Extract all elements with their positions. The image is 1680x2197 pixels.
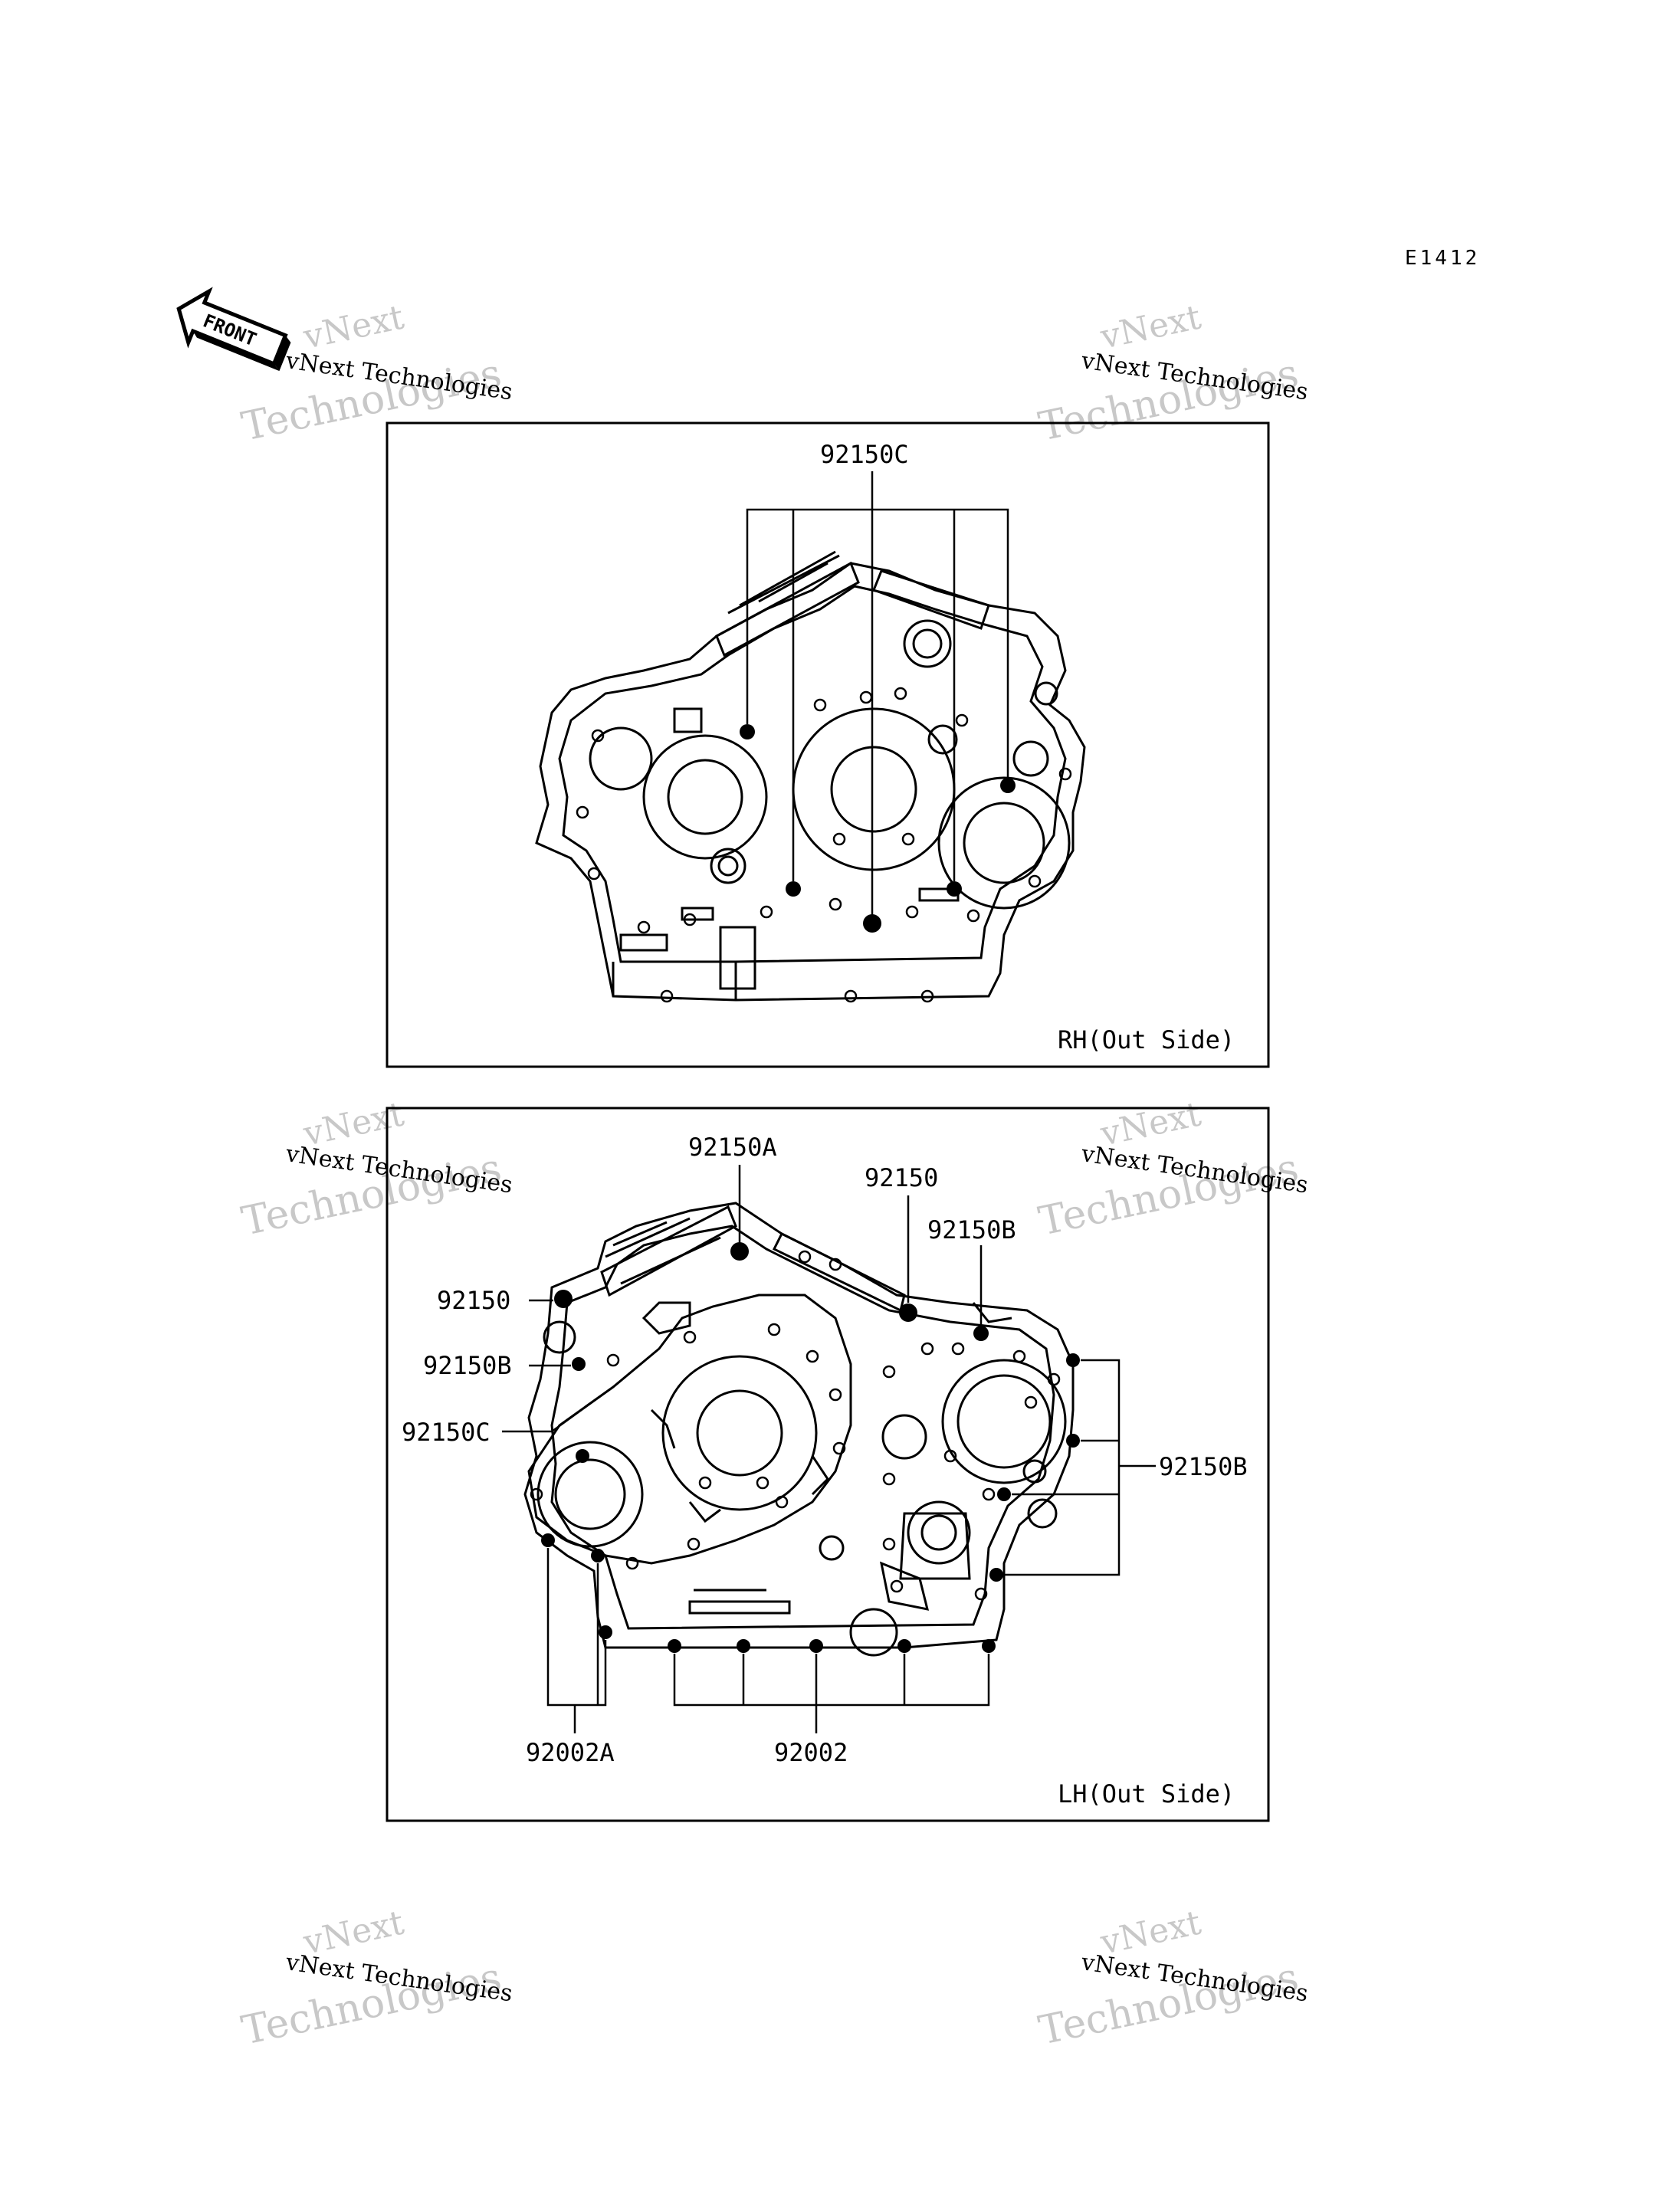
bolt-marker xyxy=(730,1242,749,1261)
bolt-marker xyxy=(740,724,755,739)
bolt-marker xyxy=(947,881,962,897)
bolt-marker xyxy=(1066,1434,1080,1448)
callout-92150a: 92150A xyxy=(688,1133,777,1162)
small-holes-rh xyxy=(576,687,1072,1003)
crankcase-rh-drawing xyxy=(535,550,1086,1002)
small-holes-lh xyxy=(530,1250,1061,1601)
top-panel: 92150C RH(Out Side) xyxy=(386,421,1270,1068)
bolt-marker xyxy=(576,1449,589,1463)
leader-lines-rh xyxy=(746,471,1009,916)
top-panel-frame xyxy=(386,421,1270,1068)
bolt-marker xyxy=(897,1639,911,1653)
callout-92150c-rh: 92150C xyxy=(820,440,909,469)
watermark-text: vNext xyxy=(1097,297,1205,357)
bottom-panel: 92150A 92150 92150B 92150 92150B 92150C … xyxy=(386,1107,1270,1822)
callout-92150-top: 92150 xyxy=(865,1163,938,1192)
bolt-marker xyxy=(572,1357,586,1371)
bolt-marker xyxy=(668,1639,681,1653)
bolt-marker xyxy=(541,1533,555,1547)
view-label-rh: RH(Out Side) xyxy=(1058,1025,1235,1054)
front-arrow-icon: FRONT xyxy=(176,287,291,372)
bolt-marker xyxy=(899,1303,917,1322)
callout-92150b-right: 92150B xyxy=(1159,1452,1248,1481)
leader-lines-lh xyxy=(502,1165,1156,1733)
callout-92150b-left: 92150B xyxy=(423,1351,512,1380)
bolt-marker xyxy=(599,1625,612,1639)
bolt-marker xyxy=(863,914,881,933)
bolt-marker xyxy=(997,1487,1011,1501)
callout-92002: 92002 xyxy=(774,1738,848,1767)
bolt-marker xyxy=(973,1326,989,1341)
bolt-marker xyxy=(786,881,801,897)
bolt-marker xyxy=(982,1639,996,1653)
view-label-lh: LH(Out Side) xyxy=(1058,1779,1235,1808)
bolt-marker xyxy=(554,1290,573,1308)
bolt-marker xyxy=(809,1639,823,1653)
bolt-markers-lh xyxy=(541,1242,1080,1653)
watermark-text: vNext xyxy=(300,297,408,357)
bolt-marker xyxy=(591,1549,605,1562)
crankcase-lh-drawing xyxy=(523,1202,1075,1657)
callout-92002a: 92002A xyxy=(526,1738,615,1767)
bolt-marker xyxy=(1000,778,1016,793)
bottom-panel-frame xyxy=(386,1107,1270,1822)
callout-92150c-left: 92150C xyxy=(402,1418,491,1447)
callout-92150-left: 92150 xyxy=(437,1286,510,1315)
diagram-code: E1412 xyxy=(1405,247,1480,270)
bolt-marker xyxy=(1066,1353,1080,1367)
callout-92150b-top: 92150B xyxy=(927,1215,1016,1244)
bolt-marker xyxy=(737,1639,750,1653)
bolt-markers-rh xyxy=(740,724,1016,933)
bolt-marker xyxy=(989,1568,1003,1582)
